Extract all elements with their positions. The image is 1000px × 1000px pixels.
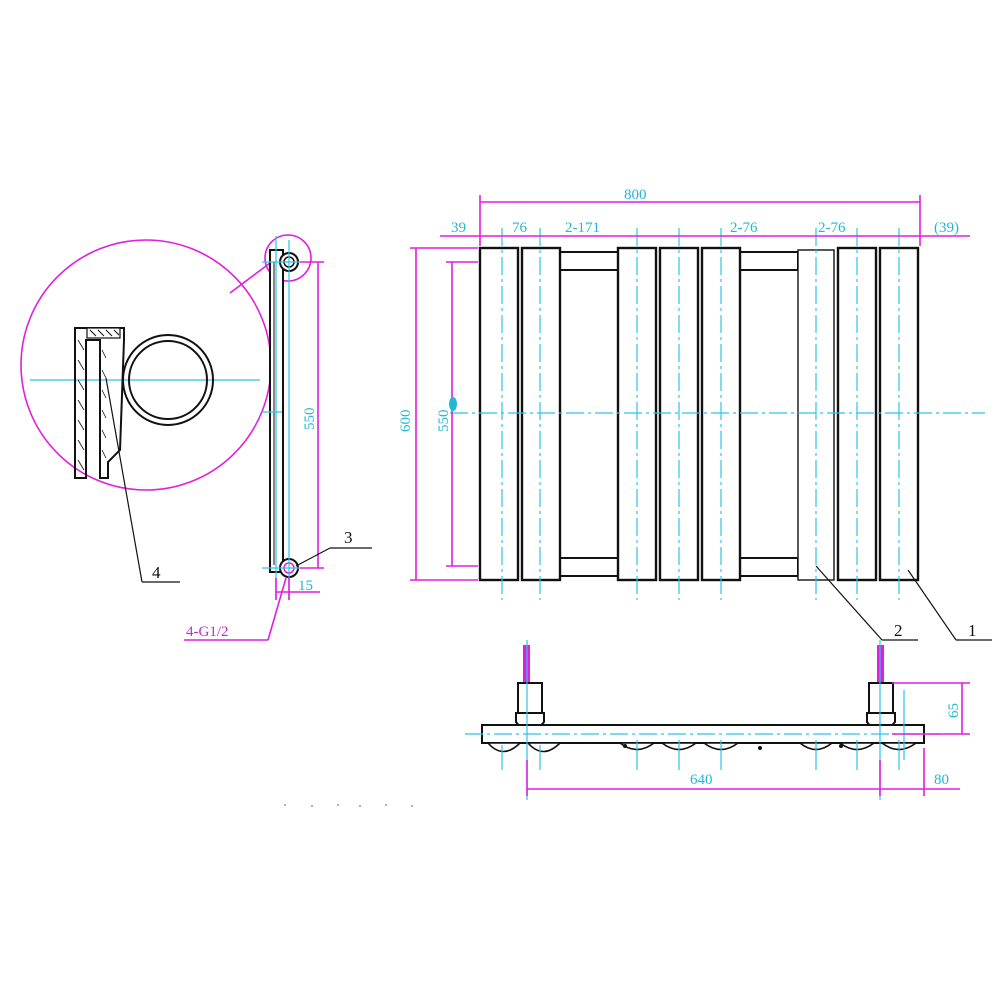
- overall-width-label: 800: [624, 187, 647, 203]
- side-height-label: 550: [302, 408, 318, 431]
- callout-1: 1: [968, 621, 977, 640]
- side-offset-label: 15: [298, 578, 313, 594]
- callout-3: 3: [344, 528, 353, 547]
- connection-label: 4-G1/2: [186, 624, 229, 640]
- depth-label: 80: [934, 772, 949, 788]
- detail-circle: [20, 239, 272, 491]
- overall-height-label: 600: [398, 410, 414, 433]
- callout-2: 2: [894, 621, 903, 640]
- valve-height-label: 65: [946, 703, 962, 718]
- centers-label: 640: [690, 772, 713, 788]
- panel: [520, 246, 562, 582]
- panel-section: [74, 327, 125, 479]
- front-view: 800 39 76 2-171 2-76 2-76 (39) 600 550 2…: [398, 187, 992, 641]
- spacing-label: 2-171: [565, 220, 600, 236]
- top-view: 65 640 80: [465, 640, 970, 800]
- panel: [478, 246, 520, 582]
- inner-height-label: 550: [436, 410, 452, 433]
- spacing-label: 76: [512, 220, 528, 236]
- scan-dots: [284, 804, 413, 807]
- spacing-label: 2-76: [818, 220, 846, 236]
- tube-section: [122, 334, 214, 426]
- spacing-label: 39: [451, 220, 466, 236]
- detail-view: 4: [20, 239, 275, 583]
- side-view: 550 15 3 4-G1/2: [184, 234, 372, 641]
- callout-4: 4: [152, 563, 161, 582]
- spacing-label: 2-76: [730, 220, 758, 236]
- spacing-label: (39): [934, 220, 959, 236]
